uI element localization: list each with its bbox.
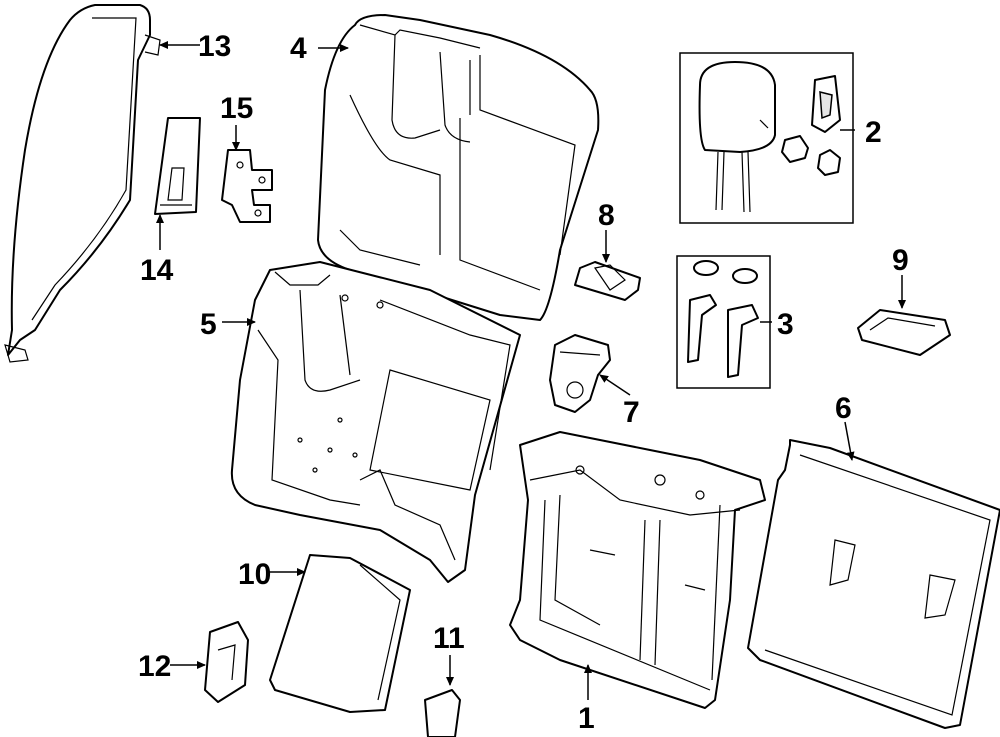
part-14-latch-handle[interactable] (154, 117, 201, 215)
leader-lines (156, 41, 906, 700)
part-1-seat-frame[interactable] (509, 431, 766, 709)
part-4-upper-back-cover[interactable] (317, 14, 600, 321)
part-2-headrest-kit[interactable] (679, 52, 854, 224)
callout-1: 1 (578, 702, 595, 735)
part-7-latch-assembly[interactable] (549, 334, 611, 413)
callout-13: 13 (198, 30, 231, 63)
part-15-hinge-bracket[interactable] (221, 149, 273, 223)
part-13-side-bolster[interactable] (4, 4, 161, 363)
callout-6: 6 (835, 392, 852, 425)
callout-2: 2 (865, 116, 882, 149)
callout-3: 3 (777, 308, 794, 341)
callout-14: 14 (140, 254, 174, 287)
callout-8: 8 (598, 199, 615, 232)
callout-9: 9 (892, 244, 909, 277)
part-6-rear-panel[interactable] (747, 439, 1000, 729)
callout-11: 11 (433, 622, 465, 655)
callout-15: 15 (220, 92, 253, 125)
callout-10: 10 (238, 558, 271, 591)
part-9-trim-cover[interactable] (857, 309, 951, 356)
part-3-headrest-guides[interactable] (676, 255, 771, 389)
part-8-latch-cover[interactable] (574, 261, 641, 301)
part-11-bracket[interactable] (424, 689, 461, 737)
callout-12: 12 (138, 650, 171, 683)
part-12-end-cap[interactable] (204, 621, 249, 703)
callout-5: 5 (200, 308, 217, 341)
callout-7: 7 (623, 396, 640, 429)
callout-labels: 13 15 14 4 5 2 3 8 9 7 6 10 11 12 1 (138, 30, 909, 735)
part-5-lower-back-cover[interactable] (230, 261, 521, 583)
callout-4: 4 (290, 32, 307, 65)
part-10-armrest-pad[interactable] (269, 554, 411, 713)
